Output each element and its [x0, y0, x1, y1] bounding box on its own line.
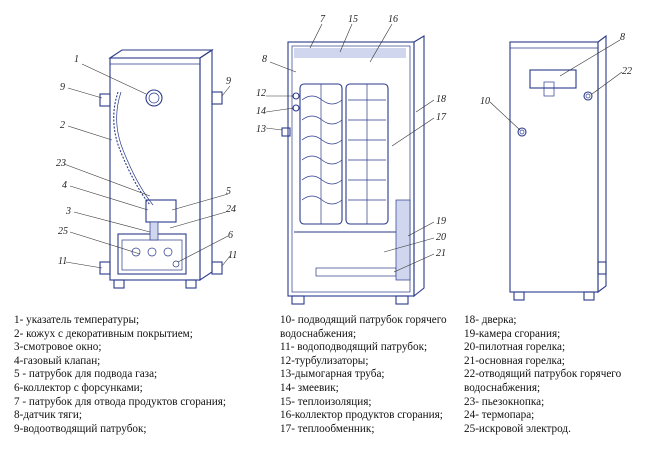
legend-item: 11- водоподводящий патрубок; — [280, 341, 428, 354]
legend-item: 8-датчик тяги; — [14, 409, 82, 422]
label-13: 13 — [256, 124, 266, 135]
legend-item: 2- кожух с декоративным покрытием; — [14, 327, 193, 340]
label-9-right: 9 — [226, 76, 231, 87]
legend-item: 13-дымогарная труба; — [280, 368, 385, 381]
back-view — [509, 34, 607, 301]
part-numbers: 1 9 9 2 23 4 5 24 3 25 6 11 11 7 15 16 8… — [56, 14, 632, 267]
legend-item: 14- змеевик; — [280, 381, 339, 394]
legend-item: 5 - патрубок для подвода газа; — [14, 368, 158, 381]
legend-item: 9-водоотводящий патрубок; — [14, 422, 147, 435]
legend-column-1: 1- указатель температуры; 2- кожух с дек… — [14, 314, 226, 436]
legend-item: 1- указатель температуры; — [14, 314, 140, 326]
label-21: 21 — [436, 248, 446, 259]
label-10: 10 — [480, 96, 490, 107]
legend-item: 17- теплообменник; — [280, 422, 375, 435]
leader-lines — [63, 23, 623, 273]
legend-item: 19-камера сгорания; — [464, 327, 561, 340]
label-11-right: 11 — [228, 250, 237, 261]
legend-item: 7 - патрубок для отвода продуктов сгоран… — [14, 395, 226, 408]
legend-item: 21-основная горелка; — [464, 354, 565, 367]
legend-item: 20-пилотная горелка; — [464, 341, 566, 354]
parts-legend: 1- указатель температуры; 2- кожух с дек… — [14, 314, 664, 460]
label-8-mid: 8 — [262, 54, 267, 65]
label-8-right: 8 — [620, 32, 625, 43]
label-15: 15 — [348, 14, 358, 25]
label-1: 1 — [74, 54, 79, 65]
label-12: 12 — [256, 88, 266, 99]
label-24: 24 — [226, 204, 236, 215]
legend-item: 3-смотровое окно; — [14, 341, 102, 354]
legend-item: 23- пьезокнопка; — [464, 395, 545, 408]
legend-column-2: 10- подводящий патрубок горячего водосна… — [280, 314, 447, 436]
front-view — [99, 48, 223, 289]
label-20: 20 — [436, 232, 446, 243]
legend-column-3: 18- дверка; 19-камера сгорания; 20-пилот… — [464, 314, 621, 436]
label-25: 25 — [58, 226, 68, 237]
legend-item: 22-отводящий патрубок горячего — [464, 368, 622, 381]
legend-item: 24- термопара; — [464, 409, 535, 422]
label-4: 4 — [62, 180, 67, 191]
legend-item: 6-коллектор с форсунками; — [14, 381, 143, 394]
label-9-left: 9 — [60, 82, 65, 93]
legend-item: 4-газовый клапан; — [14, 354, 101, 367]
legend-item: 16-коллектор продуктов сгорания; — [280, 409, 443, 422]
label-7: 7 — [320, 14, 326, 25]
label-2: 2 — [60, 120, 65, 131]
legend-item: водоснабжения; — [464, 381, 541, 394]
legend-item: водоснабжения; — [280, 327, 357, 340]
label-18: 18 — [436, 94, 446, 105]
legend-item: 18- дверка; — [464, 314, 517, 326]
label-3: 3 — [65, 206, 71, 217]
legend-item: 15- теплоизоляция; — [280, 395, 372, 408]
label-6: 6 — [228, 230, 233, 241]
label-14: 14 — [256, 106, 266, 117]
legend-item: 10- подводящий патрубок горячего — [280, 314, 447, 326]
label-11-left: 11 — [58, 256, 67, 267]
label-23: 23 — [56, 158, 66, 169]
legend-item: 25-искровой электрод. — [464, 422, 571, 435]
label-22: 22 — [622, 66, 632, 77]
label-17: 17 — [436, 112, 447, 123]
boiler-technical-drawing: 1 9 9 2 23 4 5 24 3 25 6 11 11 7 15 16 8… — [56, 14, 632, 305]
label-19: 19 — [436, 216, 446, 227]
legend-item: 12-турбулизаторы; — [280, 354, 369, 367]
label-5: 5 — [226, 186, 231, 197]
section-view — [281, 35, 425, 305]
label-16: 16 — [388, 14, 398, 25]
